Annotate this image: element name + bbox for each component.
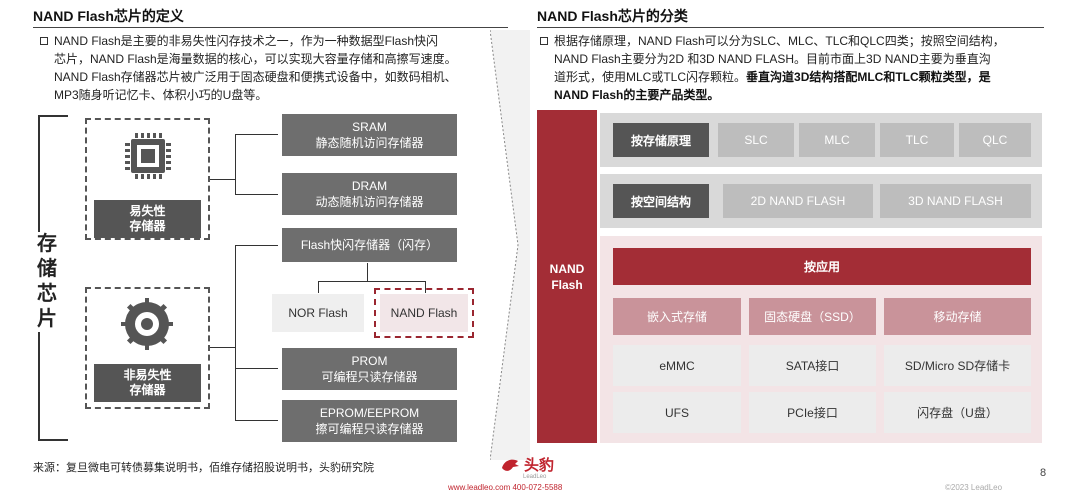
bullet-square-icon [540, 37, 548, 45]
ufs-cell: UFS [613, 392, 741, 433]
page-number: 8 [1040, 467, 1047, 479]
mobile-storage-head: 移动存储 [884, 298, 1031, 335]
emmc-cell: eMMC [613, 345, 741, 386]
pcie-cell: PCIe接口 [749, 392, 876, 433]
disk-icon [119, 296, 175, 352]
2d-nand-box: 2D NAND FLASH [723, 184, 873, 218]
leopard-logo-icon [502, 459, 519, 471]
mlc-box: MLC [799, 123, 875, 157]
bullet-square-icon [40, 37, 48, 45]
connector-line [367, 263, 368, 281]
source-note: 来源：复旦微电可转债募集说明书，佰维存储招股说明书，头豹研究院 [33, 462, 374, 474]
connector-line [210, 347, 235, 348]
right-bullet: 根据存储原理，NAND Flash可以分为SLC、MLC、TLC和QLC四类；按… [540, 32, 1050, 104]
tlc-box: TLC [880, 123, 954, 157]
nonvolatile-memory-label: 非易失性 存储器 [94, 364, 201, 402]
volatile-memory-label: 易失性 存储器 [94, 200, 201, 238]
connector-line [318, 281, 425, 282]
connector-line [210, 179, 235, 180]
flash-memory-box: Flash快闪存储器（闪存） [282, 228, 457, 262]
ssd-head: 固态硬盘（SSD） [749, 298, 876, 335]
logo-subtext: LeadLeo [523, 474, 547, 480]
left-section-title: NAND Flash芯片的定义 [33, 8, 184, 24]
contact-info: www.leadleo.com 400-072-5588 [448, 483, 563, 492]
left-title-underline [33, 27, 508, 28]
connector-line [235, 134, 278, 135]
principle-label: 按存储原理 [613, 123, 709, 157]
right-section-title: NAND Flash芯片的分类 [537, 8, 688, 24]
connector-line [235, 245, 236, 420]
slc-box: SLC [718, 123, 794, 157]
connector-line [318, 281, 319, 293]
section-connector-shape [489, 29, 530, 461]
3d-nand-box: 3D NAND FLASH [880, 184, 1031, 218]
nor-flash-box: NOR Flash [272, 294, 364, 332]
connector-line [235, 194, 278, 195]
sd-card-cell: SD/Micro SD存储卡 [884, 345, 1031, 386]
connector-line [425, 281, 426, 293]
application-label: 按应用 [613, 248, 1031, 285]
left-bullet: NAND Flash是主要的非易失性闪存技术之一，作为一种数据型Flash快闪 … [40, 32, 515, 104]
qlc-box: QLC [959, 123, 1031, 157]
connector-line [235, 420, 278, 421]
nand-flash-side-label: NAND Flash [537, 110, 597, 443]
volatile-memory-group [85, 118, 210, 240]
leadleo-logo: 头豹 [500, 454, 554, 475]
right-title-underline [537, 27, 1044, 28]
connector-line [235, 245, 278, 246]
nonvolatile-memory-group [85, 287, 210, 409]
embedded-storage-head: 嵌入式存储 [613, 298, 741, 335]
copyright: ©2023 LeadLeo [945, 483, 1003, 492]
connector-line [235, 368, 278, 369]
connector-line [235, 134, 236, 195]
storage-chip-vertical-label: 存 储 芯 片 [34, 232, 60, 332]
usb-drive-cell: 闪存盘（U盘） [884, 392, 1031, 433]
nand-flash-box: NAND Flash [374, 288, 474, 338]
chip-icon [119, 131, 177, 185]
structure-label: 按空间结构 [613, 184, 709, 218]
sata-cell: SATA接口 [749, 345, 876, 386]
